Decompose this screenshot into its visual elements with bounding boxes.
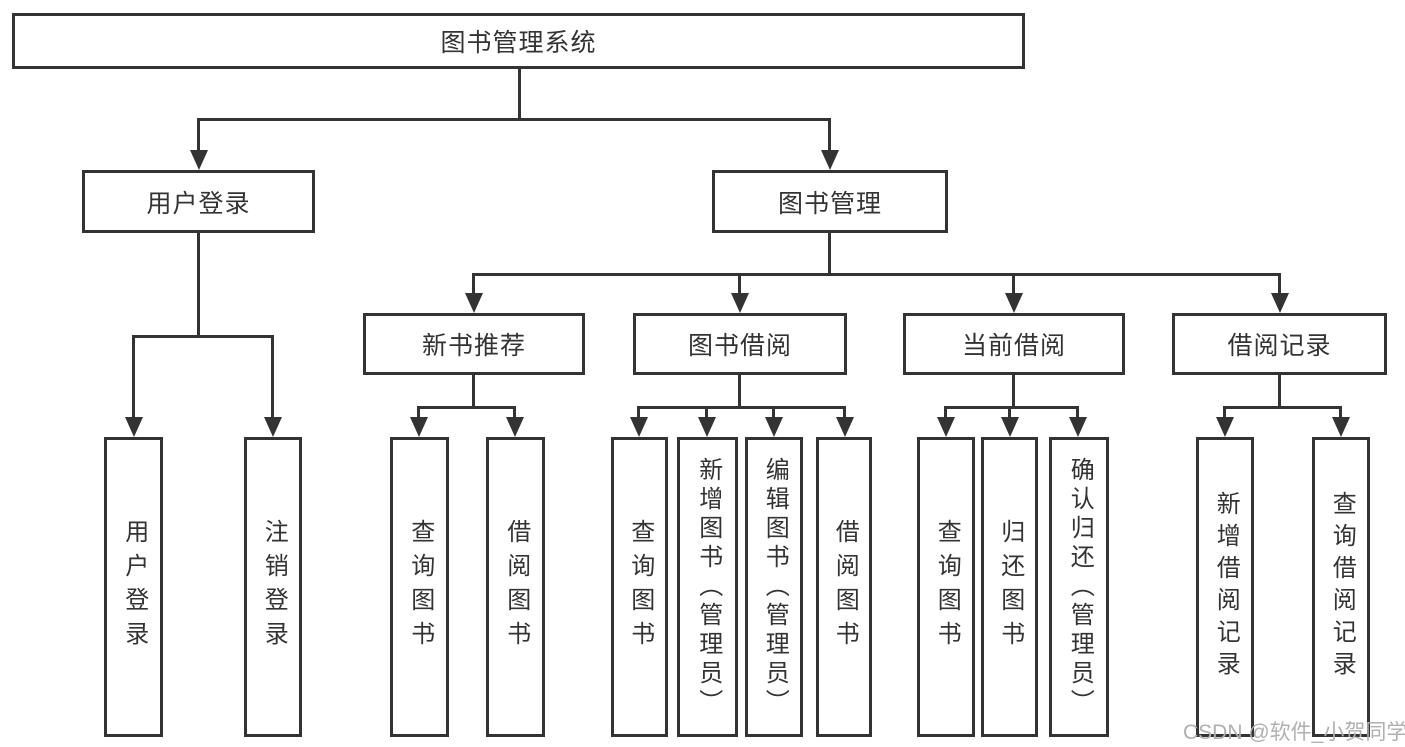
node-borrowing-records: 借阅记录 (1172, 313, 1387, 375)
node-library-management-system: 图书管理系统 (12, 13, 1025, 69)
arrow-down (1069, 417, 1087, 437)
leaf-query-borrow-record: 查询借阅记录 (1312, 437, 1370, 737)
arrow-down (836, 417, 854, 437)
connector-line (472, 375, 475, 409)
arrow-down (630, 417, 648, 437)
arrow-down (125, 417, 143, 437)
node-label: 查询图书 (406, 519, 434, 655)
arrow-down (1332, 417, 1350, 437)
connector-line (417, 406, 420, 419)
connector-line (1223, 406, 1342, 409)
connector-line (1223, 406, 1226, 419)
node-label: 编辑图书（管理员） (761, 456, 789, 718)
arrow-down (698, 417, 716, 437)
node-label: 查询图书 (933, 519, 961, 655)
leaf-borrow-books-recommend: 借阅图书 (486, 437, 545, 737)
connector-line (472, 273, 475, 295)
connector-line (738, 375, 741, 409)
arrow-down (937, 417, 955, 437)
arrow-down (1001, 417, 1019, 437)
node-label: 图书管理 (777, 189, 882, 218)
connector-line (1339, 406, 1342, 419)
connector-line (132, 335, 274, 338)
connector-line (944, 406, 947, 419)
arrow-down (506, 417, 524, 437)
leaf-add-borrow-record: 新增借阅记录 (1196, 437, 1254, 737)
connector-line (132, 335, 135, 419)
node-book-management: 图书管理 (712, 170, 948, 233)
leaf-user-login: 用户登录 (104, 437, 163, 737)
node-label: 新增借阅记录 (1212, 491, 1240, 683)
arrow-down (1271, 293, 1289, 313)
connector-line (197, 118, 200, 152)
leaf-borrow-books-borrowing: 借阅图书 (816, 437, 872, 737)
connector-line (1278, 273, 1281, 295)
connector-line (944, 406, 1079, 409)
node-label: 确认归还（管理员） (1066, 456, 1094, 718)
arrow-down (765, 417, 783, 437)
node-label: 图书借阅 (687, 332, 792, 360)
node-label: 借阅图书 (502, 519, 530, 655)
connector-line (1076, 406, 1079, 419)
node-label: 用户登录 (146, 189, 251, 218)
csdn-watermark: CSDN @软件_小贺同学 (1183, 721, 1405, 744)
arrow-down (410, 417, 428, 437)
arrow-down (1005, 293, 1023, 313)
connector-line (1008, 406, 1011, 419)
connector-line (1012, 273, 1015, 295)
arrow-down (821, 150, 839, 170)
leaf-add-book-admin: 新增图书（管理员） (677, 437, 738, 737)
leaf-query-books-recommend: 查询图书 (390, 437, 449, 737)
node-label: 新增图书（管理员） (694, 456, 722, 718)
node-label: 查询图书 (626, 519, 654, 655)
leaf-logout: 注销登录 (244, 437, 302, 737)
connector-line (472, 273, 1281, 276)
node-label: 图书管理系统 (440, 29, 597, 57)
leaf-query-books-borrowing: 查询图书 (611, 437, 668, 737)
node-label: 新书推荐 (421, 332, 526, 360)
leaf-return-books: 归还图书 (981, 437, 1038, 737)
connector-line (1278, 375, 1281, 409)
connector-line (271, 335, 274, 419)
node-label: 借阅图书 (831, 519, 859, 655)
leaf-edit-book-admin: 编辑图书（管理员） (745, 437, 803, 737)
node-book-borrowing: 图书借阅 (633, 313, 847, 375)
leaf-confirm-return-admin: 确认归还（管理员） (1049, 437, 1109, 737)
node-label: 注销登录 (260, 519, 288, 655)
connector-line (828, 233, 831, 276)
node-new-book-recommendation: 新书推荐 (363, 313, 585, 375)
connector-line (828, 118, 831, 152)
node-label: 查询借阅记录 (1328, 491, 1356, 683)
connector-line (772, 406, 775, 419)
connector-line (637, 406, 846, 409)
arrow-down (465, 293, 483, 313)
arrow-down (731, 293, 749, 313)
connector-line (843, 406, 846, 419)
arrow-down (190, 150, 208, 170)
node-label: 当前借阅 (961, 332, 1066, 360)
connector-line (417, 406, 516, 409)
connector-line (705, 406, 708, 419)
node-label: 用户登录 (120, 519, 148, 655)
connector-line (197, 233, 200, 338)
connector-line (197, 118, 831, 121)
leaf-query-books-current: 查询图书 (917, 437, 975, 737)
connector-line (738, 273, 741, 295)
node-current-borrowing: 当前借阅 (903, 313, 1125, 375)
node-label: 归还图书 (996, 519, 1024, 655)
connector-line (518, 68, 521, 121)
node-user-login: 用户登录 (82, 170, 315, 233)
connector-line (513, 406, 516, 419)
node-label: 借阅记录 (1227, 332, 1332, 360)
connector-line (637, 406, 640, 419)
connector-line (1012, 375, 1015, 409)
arrow-down (1216, 417, 1234, 437)
arrow-down (264, 417, 282, 437)
